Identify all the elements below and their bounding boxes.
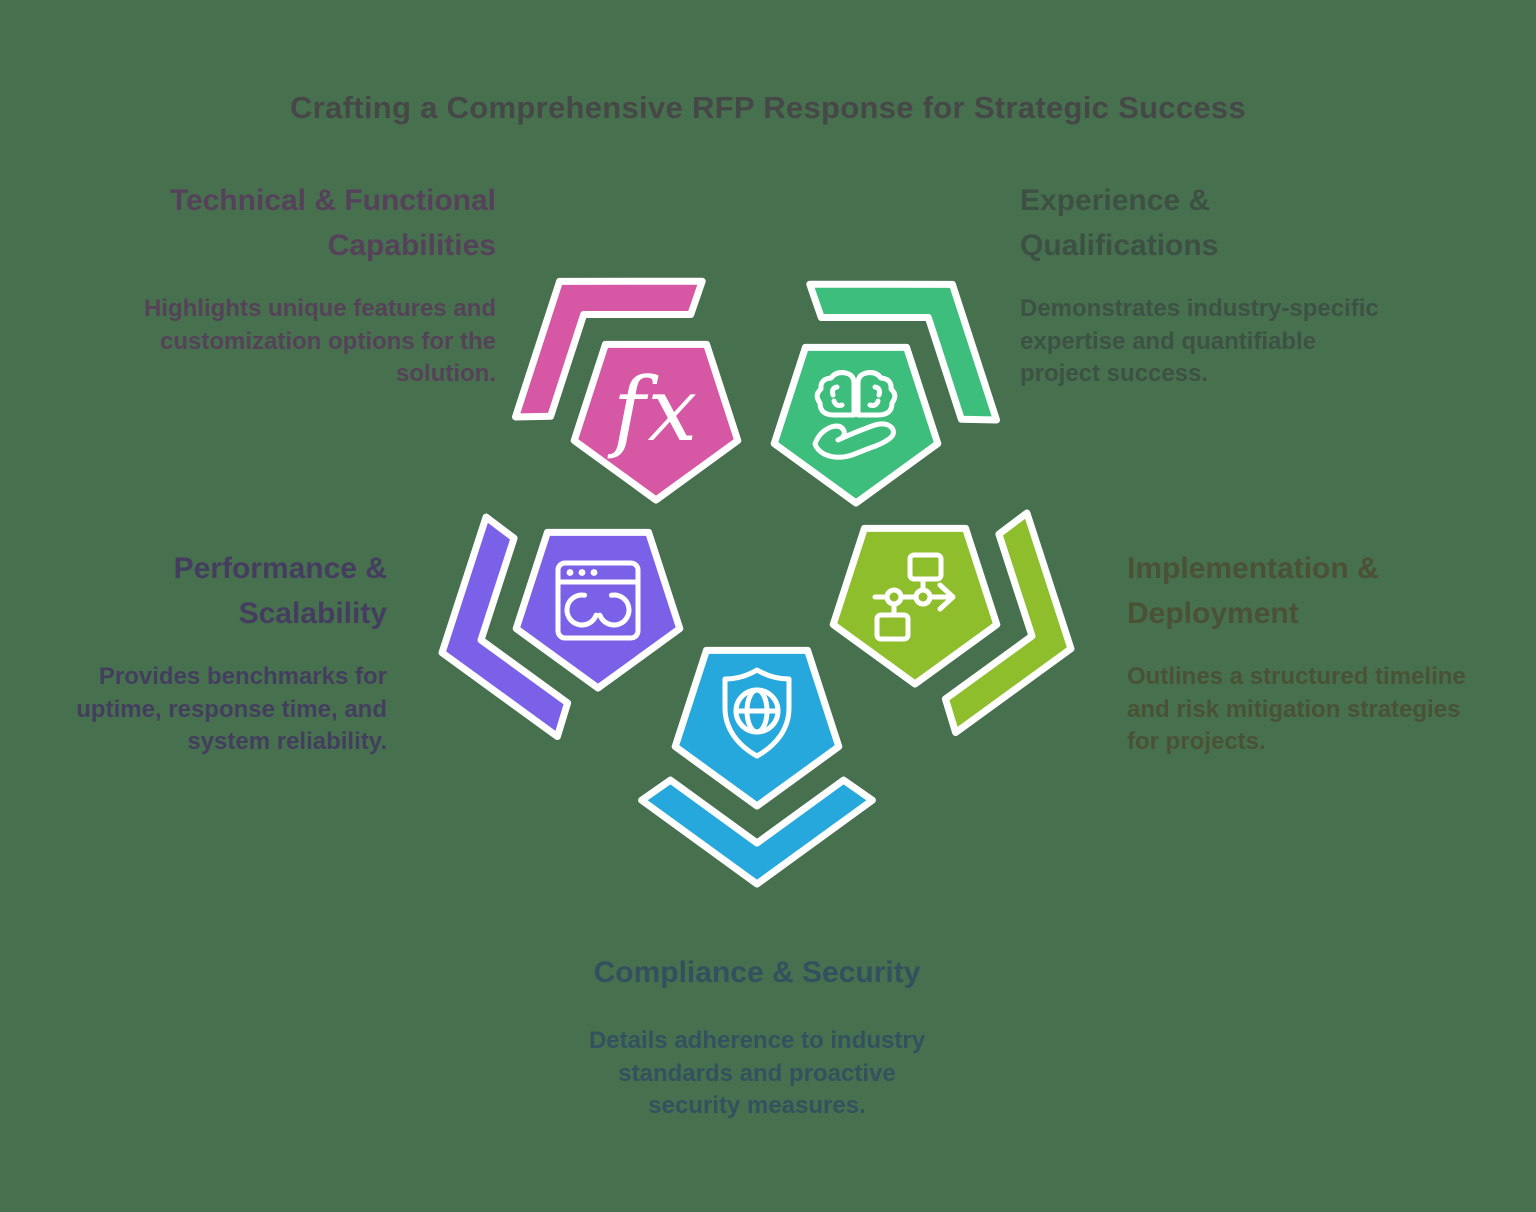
section-heading: Technical & Functional Capabilities xyxy=(120,178,496,268)
body-line: Demonstrates industry-specific xyxy=(1020,295,1379,322)
section-body: Outlines a structured timeline and risk … xyxy=(1127,661,1517,759)
body-line: Provides benchmarks for xyxy=(98,663,387,690)
section-heading: Experience & Qualifications xyxy=(1020,178,1420,268)
chevron-accent-compliance xyxy=(638,776,876,888)
body-line: Details adherence to industry xyxy=(588,1027,926,1054)
page-title: Crafting a Comprehensive RFP Response fo… xyxy=(289,90,1247,125)
browser-sync-icon xyxy=(555,560,641,641)
pentagon-shape-implementation xyxy=(829,524,1001,688)
body-line: uptime, response time, and xyxy=(76,695,387,723)
section-heading: Compliance & Security xyxy=(527,950,987,995)
heading-line: Experience & xyxy=(1020,184,1211,217)
section-performance-text: Performance & Scalability Provides bench… xyxy=(60,546,387,759)
body-line: for projects. xyxy=(1127,728,1266,755)
section-implementation-text: Implementation & Deployment Outlines a s… xyxy=(1127,546,1517,759)
shield-globe-icon xyxy=(722,667,792,759)
chevron-accent-implementation xyxy=(941,509,1075,737)
section-technical-functional-text: Technical & Functional Capabilities High… xyxy=(120,178,496,391)
body-line: expertise and quantifiable xyxy=(1020,327,1317,355)
brain-in-hand-icon xyxy=(812,370,898,460)
body-line: solution. xyxy=(396,360,496,387)
heading-line: Performance & xyxy=(173,552,387,585)
heading-line: Qualifications xyxy=(1020,229,1219,262)
section-heading: Implementation & Deployment xyxy=(1127,546,1517,636)
body-line: customization options for the xyxy=(160,327,496,355)
pentagon-performance xyxy=(438,513,684,741)
section-experience-text: Experience & Qualifications Demonstrates… xyxy=(1020,178,1420,391)
body-line: security measures. xyxy=(648,1092,866,1119)
heading-line: Compliance & Security xyxy=(593,956,921,989)
chevron-accent-experience xyxy=(806,280,1001,424)
section-body: Highlights unique features and customiza… xyxy=(120,293,496,391)
section-body: Demonstrates industry-specific expertise… xyxy=(1020,293,1420,391)
body-line: and risk mitigation strategies xyxy=(1127,695,1461,723)
section-body: Details adherence to industry standards … xyxy=(527,1025,987,1123)
pentagon-shape-compliance xyxy=(671,646,843,810)
pentagon-experience xyxy=(770,280,1001,507)
body-line: Highlights unique features and xyxy=(143,295,496,322)
heading-line: Capabilities xyxy=(327,229,496,262)
section-heading: Performance & Scalability xyxy=(60,546,387,636)
heading-line: Technical & Functional xyxy=(169,184,496,217)
heading-line: Implementation & xyxy=(1127,552,1379,585)
body-line: project success. xyxy=(1020,360,1209,387)
heading-line: Deployment xyxy=(1127,597,1299,630)
section-compliance-text: Compliance & Security Details adherence … xyxy=(527,950,987,1123)
chevron-accent-technical xyxy=(511,277,706,421)
pentagon-compliance xyxy=(638,646,876,888)
heading-line: Scalability xyxy=(238,597,387,630)
flowchart-timeline-icon xyxy=(872,552,956,642)
body-line: Outlines a structured timeline xyxy=(1127,663,1466,690)
pentagon-shape-technical xyxy=(570,340,742,504)
pentagon-shape-experience xyxy=(770,343,942,507)
body-line: system reliability. xyxy=(187,728,387,755)
pentagon-technical-functional: fx xyxy=(511,277,742,504)
section-body: Provides benchmarks for uptime, response… xyxy=(60,661,387,759)
body-line: standards and proactive xyxy=(618,1059,896,1087)
chevron-accent-performance xyxy=(438,513,572,741)
function-fx-icon: fx xyxy=(607,358,699,461)
pentagon-implementation xyxy=(829,509,1075,737)
